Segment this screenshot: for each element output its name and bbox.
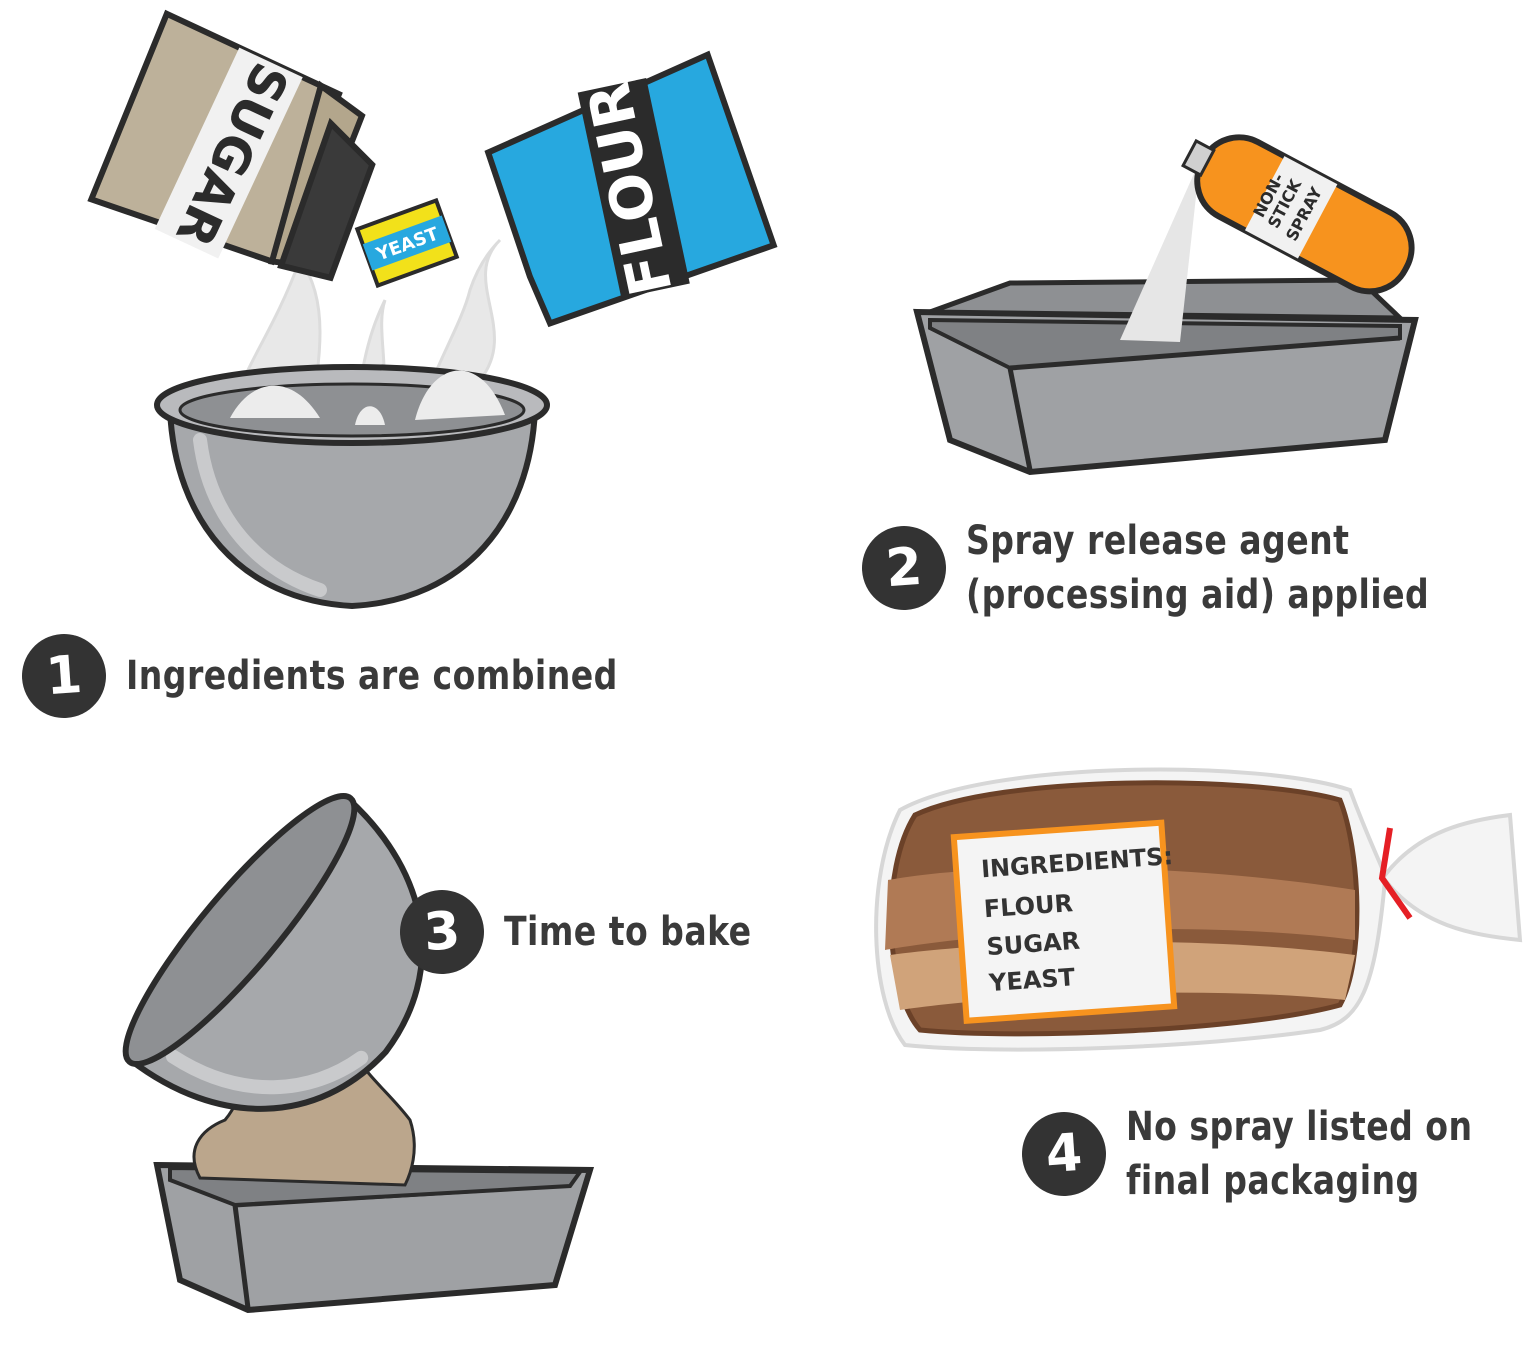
label-item-sugar: SUGAR xyxy=(986,927,1081,961)
step-2: 2 Spray release agent (processing aid) a… xyxy=(859,514,1469,622)
step-4-caption-line-2: final packaging xyxy=(1126,1158,1420,1204)
step-1-caption: Ingredients are combined xyxy=(126,649,618,703)
step-1-caption-line: Ingredients are combined xyxy=(126,653,618,699)
step-3: 3 Time to bake xyxy=(397,887,773,977)
mixing-bowl-illustration xyxy=(154,238,550,610)
step-3-number-badge: 3 xyxy=(397,887,487,977)
spray-mist xyxy=(1120,160,1200,342)
label-item-yeast: YEAST xyxy=(987,963,1076,997)
step-4-caption-line-1: No spray listed on xyxy=(1126,1104,1473,1150)
ingredients-label: INGREDIENTS: FLOUR SUGAR YEAST xyxy=(950,819,1178,1024)
pan-with-spray-illustration: NON- STICK SPRAY xyxy=(913,134,1419,476)
step-2-caption: Spray release agent (processing aid) app… xyxy=(966,514,1429,622)
step-2-caption-line-1: Spray release agent xyxy=(966,518,1350,564)
label-item-flour: FLOUR xyxy=(983,889,1074,923)
spray-can: NON- STICK SPRAY xyxy=(1181,134,1415,295)
sugar-bag: SUGAR xyxy=(87,9,376,282)
pouring-dough-illustration xyxy=(122,792,595,1314)
flour-bag: FLOUR xyxy=(484,50,778,328)
bread-loaf-illustration: INGREDIENTS: FLOUR SUGAR YEAST xyxy=(874,767,1523,1052)
step-2-number-badge: 2 xyxy=(859,523,949,613)
tipped-bowl xyxy=(122,792,426,1112)
step-4: 4 No spray listed on final packaging xyxy=(1019,1100,1503,1208)
step-1-number-badge: 1 xyxy=(19,631,109,721)
step-4-number-badge: 4 xyxy=(1019,1109,1109,1199)
yeast-packet: YEAST xyxy=(354,197,460,289)
bag-tie xyxy=(1378,827,1413,920)
step-3-caption-line: Time to bake xyxy=(504,909,752,955)
step-2-caption-line-2: (processing aid) applied xyxy=(966,572,1430,618)
step-4-caption: No spray listed on final packaging xyxy=(1126,1100,1473,1208)
step-3-caption: Time to bake xyxy=(504,905,752,959)
step-1: 1 Ingredients are combined xyxy=(19,631,661,721)
